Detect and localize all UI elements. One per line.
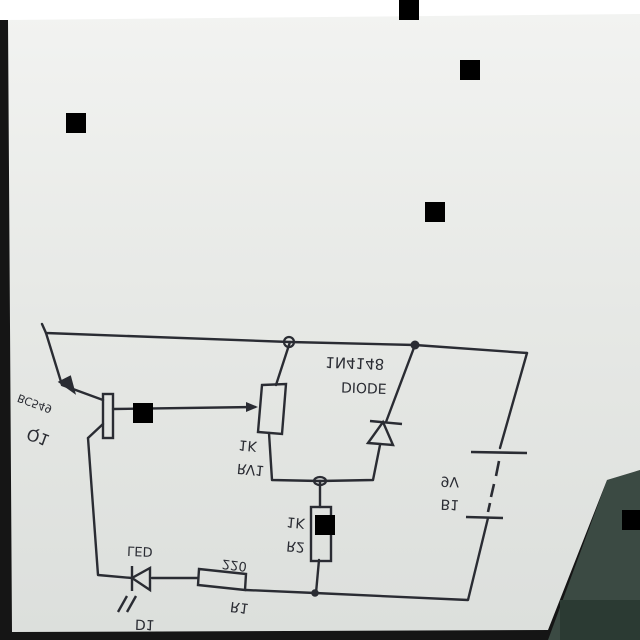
bottom-wire: [244, 588, 317, 595]
label-b1-ref: B1: [440, 496, 459, 513]
battery-symbol: [465, 450, 528, 520]
bottom-shadow: [560, 600, 640, 640]
pot-top-wire: [274, 340, 292, 387]
wiper-arrow: [246, 402, 258, 412]
r2-bottom-wire: [314, 558, 321, 595]
top-strip: [0, 0, 640, 20]
label-d1: D1: [135, 616, 155, 633]
label-r1-ref: R1: [229, 598, 249, 616]
label-diode-part: 1N4148: [325, 353, 385, 373]
junction-top: [282, 335, 296, 349]
diode-symbol: [365, 419, 403, 447]
battery-dash: [494, 460, 501, 477]
right-wire: [498, 351, 529, 450]
diode-bottom-wire: [318, 443, 382, 483]
rv1-body: [256, 382, 288, 436]
label-diode-ref: DIODE: [341, 378, 387, 396]
redaction-square: [315, 515, 335, 535]
led-ray: [125, 595, 138, 613]
diode-top-wire: [384, 343, 417, 424]
redaction-square: [66, 113, 86, 133]
battery-plate-short: [465, 515, 504, 520]
led-symbol: [116, 565, 152, 613]
battery-plate-long: [470, 450, 528, 455]
diode-bar: [369, 419, 403, 426]
battery-dash: [486, 502, 492, 513]
q1-body: [101, 392, 115, 440]
led-triangle: [129, 565, 152, 593]
label-rv1-value: 1K: [238, 436, 258, 454]
right-wall: [548, 470, 640, 640]
diode-triangle: [365, 419, 395, 447]
q1-emitter: [86, 422, 105, 440]
redaction-square: [399, 0, 419, 20]
label-r2-ref: R2: [286, 537, 306, 555]
junction-top-right: [410, 340, 420, 350]
redaction-square: [460, 60, 480, 80]
label-r1-value: 220: [221, 556, 247, 574]
label-b1-value: 9V: [440, 473, 459, 490]
label-led: LED: [127, 543, 153, 559]
redaction-square: [622, 510, 640, 530]
battery-bottom-wire: [313, 516, 490, 602]
junction-r2: [312, 475, 328, 487]
pot-bottom-wire: [267, 431, 322, 483]
circuit-wires: [40, 322, 529, 602]
junction-bottom: [311, 589, 319, 597]
redaction-square: [133, 403, 153, 423]
label-rv1-ref: RV1: [236, 460, 265, 478]
q1-collector: [44, 331, 105, 402]
battery-dash: [489, 483, 496, 498]
led-ray: [116, 595, 129, 613]
r1-body: [196, 567, 248, 592]
q1-transistor: [57, 375, 115, 440]
led-left-wire: [86, 436, 134, 580]
q1-arrow: [57, 375, 77, 395]
label-r2-value: 1K: [286, 513, 306, 531]
redaction-square: [425, 202, 445, 222]
paper-sheet: [8, 14, 640, 632]
